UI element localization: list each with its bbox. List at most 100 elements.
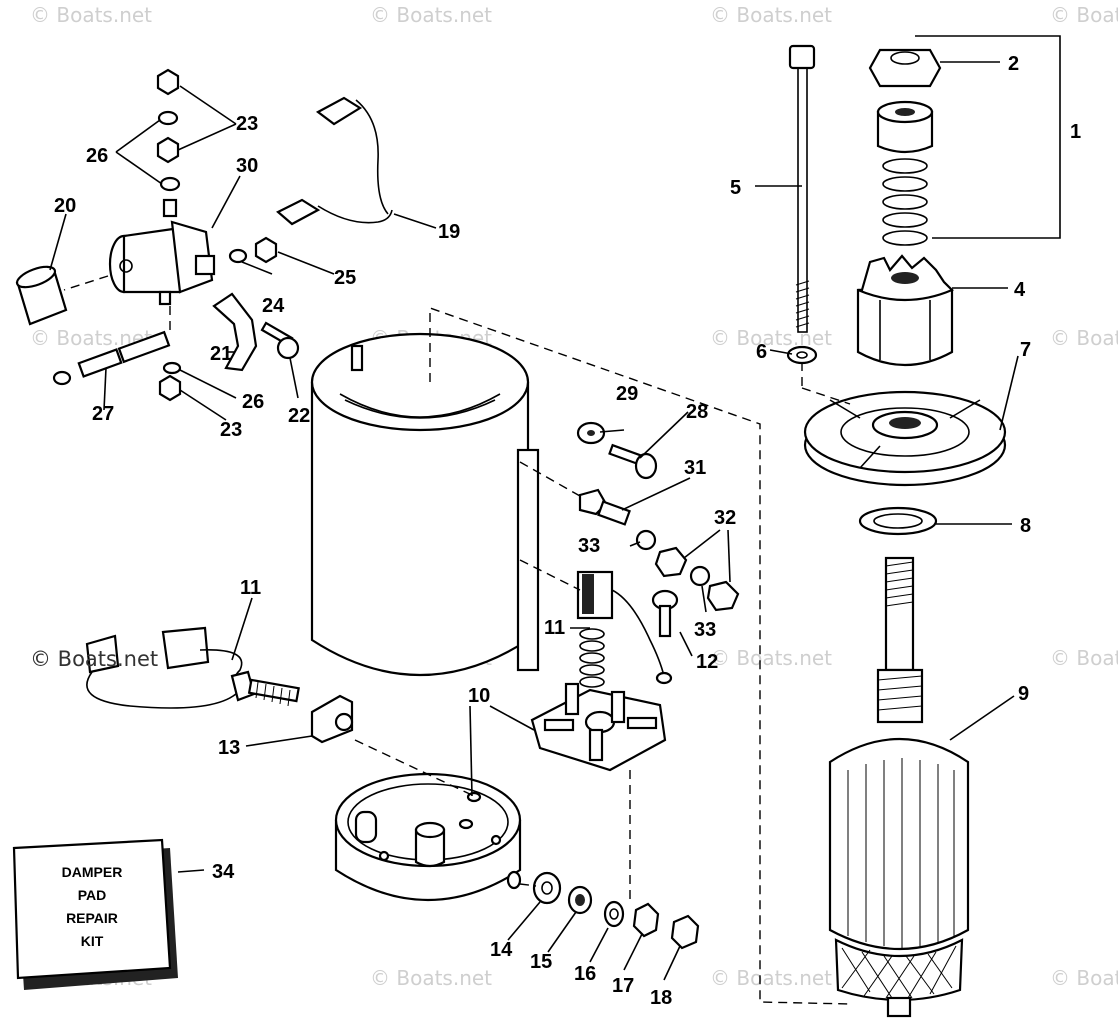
part-brush-holder [530,682,667,772]
part-washer-14 [532,871,562,905]
callout-label: 19 [438,221,460,243]
callout-label: 12 [696,651,718,673]
kit-label-line3: REPAIR [66,910,118,926]
callout-label: 8 [1020,515,1031,537]
kit-label-line2: PAD [78,887,107,903]
callout-label: 15 [530,951,552,973]
part-lockwasher-26b [159,176,181,192]
callout-label: 2 [1008,53,1019,75]
watermark: © Boats.net [710,3,832,27]
part-nut-32b [706,580,740,612]
callout-label: 24 [262,295,285,317]
part-bracket-21 [212,292,258,372]
callout-label: 25 [334,267,356,289]
watermark: © Boats.net [1050,966,1118,990]
watermark: © Boats.net [1050,3,1118,27]
callout-label: 28 [686,401,708,423]
callout-label: 11 [240,577,261,599]
callout-label: 26 [86,145,108,167]
callout-label: 23 [236,113,258,135]
watermark: © Boats.net [370,966,492,990]
callout-label: 11 [544,617,565,639]
part-solenoid-boot [15,265,68,326]
callout-label: 29 [616,383,638,405]
callout-label: 7 [1020,339,1031,361]
callout-label: 32 [714,507,736,529]
part-armature [828,556,970,1018]
callout-label: 18 [650,987,672,1009]
callout-label: 34 [212,861,235,883]
part-solenoid [108,198,216,306]
callout-label: 33 [694,619,716,641]
part-pinion-drive [856,254,954,366]
callout-label: 21 [210,343,232,365]
part-lockwasher-33b [689,565,711,587]
part-brush-spring [579,628,605,688]
part-commutator-end-cap [334,772,522,901]
part-nut-17 [632,902,660,938]
part-drive-end-cap [803,390,1007,487]
watermark: © Boats.net [30,647,158,671]
part-lockwasher-16 [603,900,625,928]
part-plunger-27 [52,330,171,386]
callout-label: 13 [218,737,240,759]
callout-label: 30 [236,155,258,177]
part-nut-25 [254,236,278,264]
part-drive-spring [882,158,928,246]
kit-label-line1: DAMPER [62,864,123,880]
part-nut-23a [156,68,180,96]
watermark: © Boats.net [1050,326,1118,350]
callout-label: 26 [242,391,264,413]
callout-label: 10 [468,685,490,707]
callout-label: 17 [612,975,634,997]
part-screw-28 [608,443,658,480]
part-lockwasher-26a [157,110,179,126]
part-field-frame [310,332,540,677]
callout-label: 6 [756,341,767,363]
callout-label: 5 [730,177,741,199]
callout-labels: 1 2 4 5 6 7 8 9 10 11 11 12 13 14 15 16 … [54,53,1081,1009]
callout-label: 14 [490,939,513,961]
leader-lines [49,35,1061,981]
part-brush-center [576,570,673,685]
part-nut-32a [654,546,688,578]
kit-label-line4: KIT [81,933,104,949]
part-screw-22 [260,321,300,360]
callout-label: 1 [1070,121,1081,143]
part-thrust-washer [858,506,938,536]
watermark: © Boats.net [30,3,152,27]
callout-label: 23 [220,419,242,441]
part-nut-18 [670,914,700,950]
callout-label: 31 [684,457,706,479]
part-screw-12 [651,589,679,638]
part-nut-23b [156,136,180,164]
part-lockwasher-33a [635,529,657,551]
part-thru-bolt [788,44,816,333]
part-washer-15 [567,885,593,915]
part-washer-6 [786,345,818,365]
part-lockwasher-26c [162,361,182,375]
assembly-guide-lines [63,275,851,1005]
callout-label: 33 [578,535,600,557]
part-lockwasher-24 [228,248,248,264]
part-spacer [876,100,934,154]
watermark: © Boats.net [710,646,832,670]
callout-label: 20 [54,195,76,217]
callout-label: 27 [92,403,114,425]
callout-label: 22 [288,405,310,427]
part-damper-pad-repair-kit: DAMPER PAD REPAIR KIT [12,838,178,990]
watermark: © Boats.net [370,3,492,27]
watermark: © Boats.net [1050,646,1118,670]
callout-label: 4 [1014,279,1026,301]
watermark: © Boats.net [710,326,832,350]
part-clip-13 [310,694,354,744]
watermark: © Boats.net [710,966,832,990]
part-pinion-nut [868,48,942,88]
callout-label: 9 [1018,683,1029,705]
callout-label: 16 [574,963,596,985]
part-nut-23c [158,374,182,402]
part-cable-19 [276,96,393,226]
part-brush-lead-assembly [85,626,300,709]
part-terminal-stud [578,488,631,526]
